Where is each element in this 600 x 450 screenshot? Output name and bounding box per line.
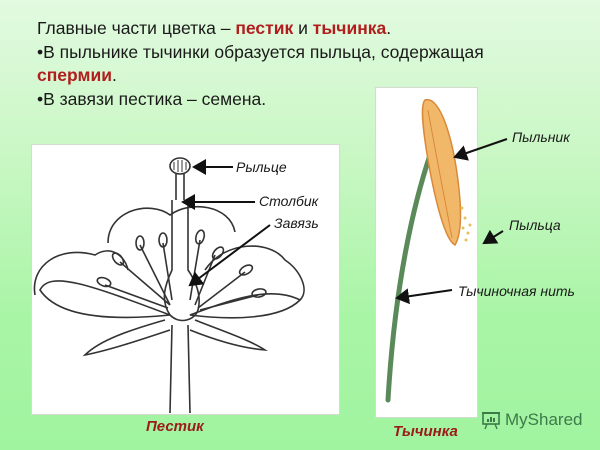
label-pollen: Пыльца — [509, 217, 561, 233]
watermark-logo: MyShared — [481, 410, 582, 430]
term-stamen: тычинка — [312, 18, 387, 38]
label-ovary: Завязь — [274, 215, 319, 231]
caption-pistil: Пестик — [146, 418, 204, 435]
presentation-board-icon — [482, 412, 500, 430]
text-line-1: Главные части цветка – пестик и тычинка. — [37, 17, 484, 41]
text-line-3: спермии. — [37, 64, 484, 88]
text-segment: и — [293, 18, 313, 38]
text-segment: •В пыльнике тычинки образуется пыльца, с… — [37, 41, 484, 62]
label-anther: Пыльник — [512, 129, 570, 145]
slide-text: Главные части цветка – пестик и тычинка.… — [37, 17, 484, 111]
label-style: Столбик — [259, 193, 319, 209]
term-sperm: спермии — [37, 65, 112, 85]
caption-stamen: Тычинка — [393, 423, 458, 440]
label-filament: Тычиночная нить — [458, 283, 575, 299]
text-segment: . — [386, 18, 392, 38]
term-pistil: пестик — [235, 18, 294, 38]
label-stigma: Рыльце — [236, 159, 287, 175]
text-segment: •В завязи пестика – семена. — [37, 88, 267, 109]
text-segment: Главные части цветка – — [37, 18, 236, 38]
text-segment: . — [111, 65, 117, 85]
pistil-illustration-panel — [31, 144, 340, 415]
stamen-illustration-panel — [375, 87, 478, 418]
watermark-text: MyShared — [505, 410, 583, 429]
text-line-4: •В завязи пестика – семена. — [37, 88, 484, 112]
text-line-2: •В пыльнике тычинки образуется пыльца, с… — [37, 41, 484, 65]
